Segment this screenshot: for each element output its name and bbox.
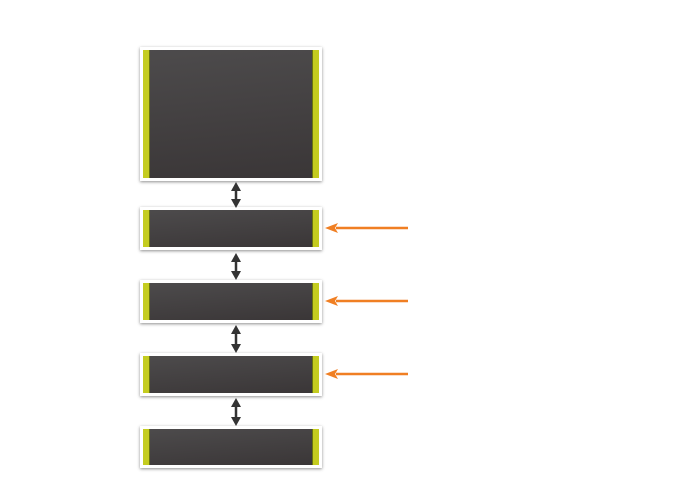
accent-bar-left [143, 429, 150, 465]
arrow-left-icon [325, 296, 408, 306]
panel-3 [140, 280, 322, 323]
accent-bar-right [312, 356, 319, 393]
panel-5 [140, 426, 322, 468]
accent-bar-left [143, 210, 150, 247]
accent-bar-right [312, 429, 319, 465]
accent-bar-right [312, 283, 319, 320]
panel-2 [140, 207, 322, 250]
double-arrow-vertical-icon [231, 182, 241, 208]
accent-bar-right [312, 50, 319, 178]
double-arrow-vertical-icon [231, 398, 241, 426]
accent-bar-right [312, 210, 319, 247]
accent-bar-left [143, 283, 150, 320]
accent-bar-left [143, 50, 150, 178]
arrow-left-icon [325, 223, 408, 233]
panel-1 [140, 47, 322, 181]
double-arrow-vertical-icon [231, 325, 241, 353]
double-arrow-vertical-icon [231, 253, 241, 280]
arrow-left-icon [325, 369, 408, 379]
accent-bar-left [143, 356, 150, 393]
panel-4 [140, 353, 322, 396]
